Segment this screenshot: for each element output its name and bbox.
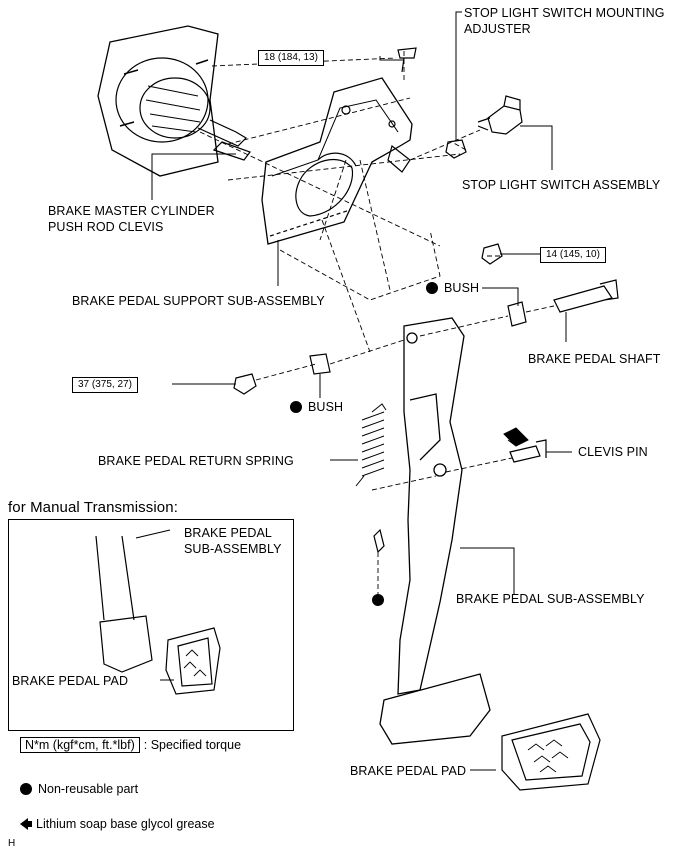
right-nut bbox=[481, 243, 503, 265]
pedal-shaft-part bbox=[553, 279, 619, 313]
torque-box-bolt: 18 (184, 13) bbox=[258, 50, 324, 66]
mt-title: for Manual Transmission: bbox=[8, 499, 178, 516]
loose-pedal-pad bbox=[501, 713, 601, 791]
pedal-shaft-label: BRAKE PEDAL SHAFT bbox=[528, 352, 661, 366]
left-nut bbox=[233, 373, 257, 395]
left-arrow-icon bbox=[20, 818, 32, 830]
torque-box-nut-left: 37 (375, 27) bbox=[72, 377, 138, 393]
torque-box-nut-right: 14 (145, 10) bbox=[540, 247, 606, 263]
filled-circle-icon bbox=[20, 783, 32, 795]
stop-light-adjuster-label-2: ADJUSTER bbox=[464, 22, 531, 36]
brake-pedal-pad-main bbox=[379, 673, 491, 745]
grease-arrow bbox=[503, 427, 529, 447]
torque-legend-box: N*m (kgf*cm, ft.*lbf) bbox=[20, 737, 140, 753]
mt-pad-label: BRAKE PEDAL PAD bbox=[12, 674, 129, 688]
stop-light-adjuster-label-1: STOP LIGHT SWITCH MOUNTING bbox=[464, 6, 665, 20]
figure-code: H bbox=[8, 838, 16, 849]
stop-light-switch bbox=[477, 95, 523, 135]
mt-pedal-label-1: BRAKE PEDAL bbox=[184, 526, 272, 540]
bush-left-part bbox=[309, 353, 331, 375]
pedal-sub-label: BRAKE PEDAL SUB-ASSEMBLY bbox=[456, 592, 645, 606]
non-reusable-dot-clip bbox=[372, 594, 384, 606]
return-spring-part bbox=[355, 403, 387, 487]
inset-pedal bbox=[95, 535, 221, 695]
master-cylinder-label-1: BRAKE MASTER CYLINDER bbox=[48, 204, 215, 218]
bush-right-part bbox=[507, 301, 527, 327]
brake-booster bbox=[97, 25, 251, 177]
torque-legend-text: : Specified torque bbox=[143, 738, 242, 752]
brake-pedal-arm bbox=[397, 317, 465, 695]
non-reusable-icon bbox=[426, 282, 438, 294]
clip-part bbox=[373, 528, 385, 554]
bush-right-label: BUSH bbox=[426, 281, 479, 296]
brake-pedal-support bbox=[261, 77, 413, 245]
non-reusable-icon bbox=[290, 401, 302, 413]
stop-light-switch-label: STOP LIGHT SWITCH ASSEMBLY bbox=[462, 178, 661, 192]
return-spring-label: BRAKE PEDAL RETURN SPRING bbox=[98, 454, 294, 468]
pedal-pad-label: BRAKE PEDAL PAD bbox=[350, 764, 467, 778]
master-cylinder-label-2: PUSH ROD CLEVIS bbox=[48, 220, 164, 234]
legend-non-reusable: Non-reusable part bbox=[20, 781, 138, 797]
legend-torque: N*m (kgf*cm, ft.*lbf): Specified torque bbox=[20, 737, 241, 753]
stop-light-adjuster bbox=[445, 139, 467, 159]
legend-grease: Lithium soap base glycol grease bbox=[20, 816, 215, 832]
mt-pedal-label-2: SUB-ASSEMBLY bbox=[184, 542, 282, 556]
bush-left-label: BUSH bbox=[290, 400, 343, 415]
clevis-pin-label: CLEVIS PIN bbox=[578, 445, 648, 459]
support-label: BRAKE PEDAL SUPPORT SUB-ASSEMBLY bbox=[72, 294, 325, 308]
manual-transmission-inset bbox=[8, 519, 294, 731]
